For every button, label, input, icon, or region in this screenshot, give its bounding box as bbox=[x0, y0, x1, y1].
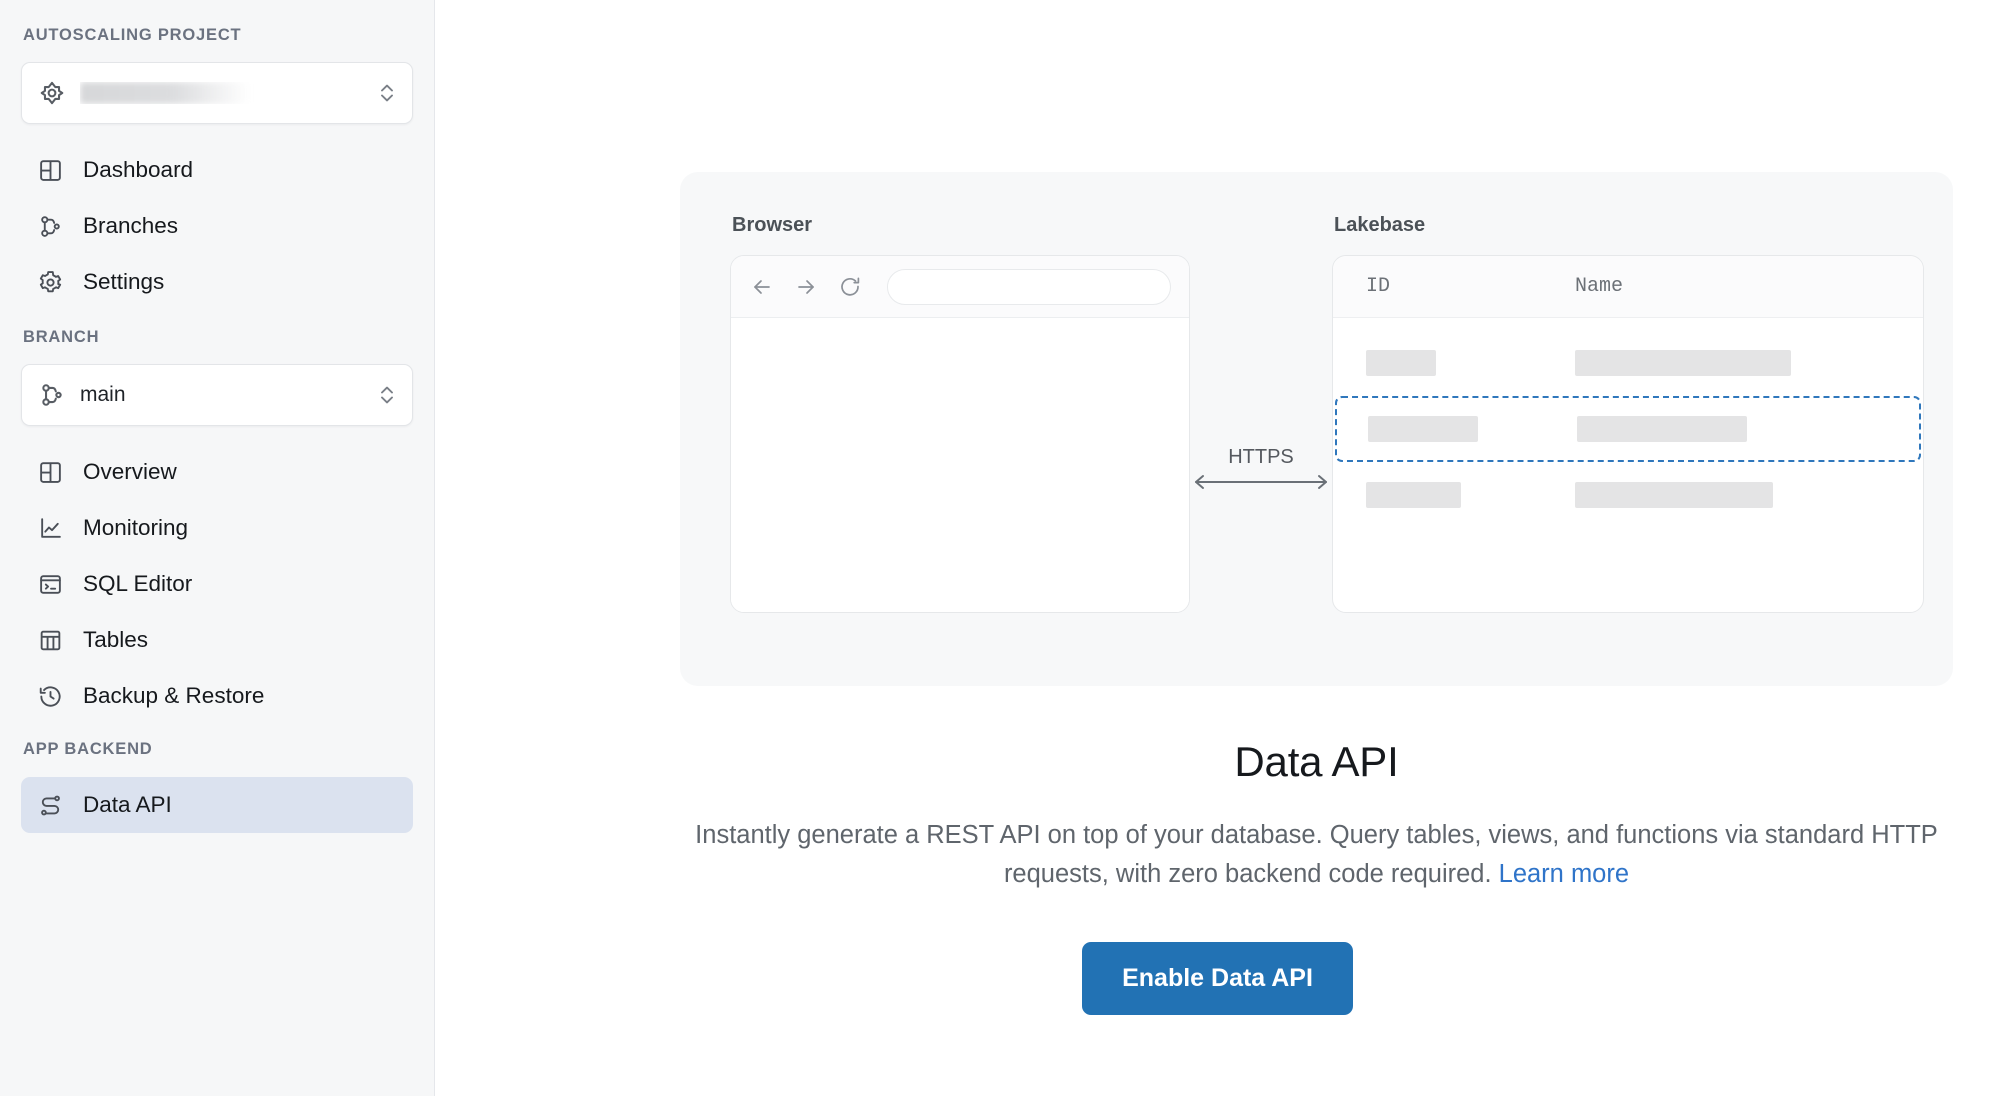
reload-icon bbox=[837, 274, 863, 300]
sidebar-item-branches[interactable]: Branches bbox=[21, 198, 413, 254]
branches-icon bbox=[35, 211, 65, 241]
column-header-name: Name bbox=[1575, 275, 1624, 298]
double-arrow-icon bbox=[1190, 475, 1332, 495]
overview-grid-icon bbox=[35, 457, 65, 487]
gear-icon bbox=[35, 267, 65, 297]
dashboard-grid-icon bbox=[35, 155, 65, 185]
browser-panel: Browser bbox=[730, 214, 1190, 613]
sidebar-item-monitoring[interactable]: Monitoring bbox=[21, 500, 413, 556]
table-row-highlighted bbox=[1335, 396, 1921, 462]
sidebar-item-label: Monitoring bbox=[83, 514, 189, 540]
sidebar-item-overview[interactable]: Overview bbox=[21, 444, 413, 500]
table-cell-id bbox=[1366, 350, 1575, 376]
main-content: Browser bbox=[435, 0, 2000, 1096]
monitoring-chart-icon bbox=[35, 513, 65, 543]
table-cell-name bbox=[1575, 350, 1923, 376]
table-row bbox=[1333, 330, 1923, 396]
lakebase-panel-title: Lakebase bbox=[1334, 214, 1426, 236]
data-api-diagram: Browser bbox=[730, 214, 1924, 646]
sidebar: AUTOSCALING PROJECT bbox=[0, 0, 435, 1096]
enable-data-api-button[interactable]: Enable Data API bbox=[1082, 941, 1353, 1015]
branches-icon bbox=[38, 381, 66, 409]
sidebar-item-backup-restore[interactable]: Backup & Restore bbox=[21, 668, 413, 724]
data-api-route-icon bbox=[35, 790, 65, 820]
sidebar-section-project-label: AUTOSCALING PROJECT bbox=[23, 26, 242, 44]
page-title: Data API bbox=[1234, 738, 1399, 785]
sidebar-section-branch-label: BRANCH bbox=[23, 328, 100, 346]
page-description: Instantly generate a REST API on top of … bbox=[689, 816, 1944, 894]
chevron-up-down-icon bbox=[376, 384, 398, 406]
sidebar-item-settings[interactable]: Settings bbox=[21, 254, 413, 310]
https-label: HTTPS bbox=[1228, 446, 1294, 468]
branch-nav-list: Overview Monitoring bbox=[21, 444, 413, 724]
data-api-illustration-card: Browser bbox=[680, 172, 1953, 686]
lakebase-table-mock: ID Name bbox=[1332, 255, 1924, 613]
sidebar-item-label: SQL Editor bbox=[83, 570, 193, 596]
browser-mock bbox=[730, 255, 1190, 613]
page-description-text: Instantly generate a REST API on top of … bbox=[695, 821, 1938, 888]
project-selector[interactable] bbox=[21, 62, 413, 124]
table-cell-name bbox=[1577, 416, 1919, 442]
sidebar-item-sql-editor[interactable]: SQL Editor bbox=[21, 556, 413, 612]
table-cell-id bbox=[1366, 482, 1575, 508]
https-connector: HTTPS bbox=[1190, 446, 1332, 496]
project-selector-value bbox=[80, 82, 376, 104]
sidebar-item-tables[interactable]: Tables bbox=[21, 612, 413, 668]
branch-selector-value: main bbox=[80, 383, 126, 406]
headline-block: Data API Instantly generate a REST API o… bbox=[680, 738, 1953, 894]
sidebar-item-label: Settings bbox=[83, 268, 165, 294]
arrow-right-icon bbox=[793, 274, 819, 300]
sidebar-item-label: Data API bbox=[83, 791, 172, 817]
sidebar-item-label: Overview bbox=[83, 458, 177, 484]
sidebar-item-label: Dashboard bbox=[83, 156, 194, 182]
chevron-up-down-icon bbox=[376, 82, 398, 104]
sidebar-item-label: Backup & Restore bbox=[83, 682, 265, 708]
lakebase-panel: Lakebase ID Name bbox=[1332, 214, 1924, 613]
project-name-redacted bbox=[80, 82, 250, 104]
sidebar-item-label: Tables bbox=[83, 626, 149, 652]
table-row bbox=[1333, 462, 1923, 528]
browser-url-bar bbox=[887, 268, 1171, 305]
table-header-row: ID Name bbox=[1333, 256, 1923, 318]
browser-viewport bbox=[731, 318, 1189, 612]
project-diamond-icon bbox=[38, 79, 66, 107]
sidebar-item-data-api[interactable]: Data API bbox=[21, 777, 413, 833]
learn-more-link[interactable]: Learn more bbox=[1498, 859, 1630, 888]
backend-nav-list: Data API bbox=[21, 777, 413, 833]
table-cell-name bbox=[1575, 482, 1923, 508]
sidebar-item-dashboard[interactable]: Dashboard bbox=[21, 142, 413, 198]
table-cell-id bbox=[1368, 416, 1577, 442]
cta-container: Enable Data API bbox=[435, 941, 2000, 1015]
project-nav-list: Dashboard Branches bbox=[21, 142, 413, 310]
sidebar-section-backend-label: APP BACKEND bbox=[23, 740, 153, 758]
backup-restore-clock-icon bbox=[35, 681, 65, 711]
tables-icon bbox=[35, 625, 65, 655]
column-header-id: ID bbox=[1366, 275, 1391, 298]
sql-editor-terminal-icon bbox=[35, 569, 65, 599]
sidebar-item-label: Branches bbox=[83, 212, 179, 238]
arrow-left-icon bbox=[749, 274, 775, 300]
browser-toolbar bbox=[731, 256, 1189, 318]
branch-selector[interactable]: main bbox=[21, 364, 413, 426]
table-body bbox=[1333, 318, 1923, 528]
browser-panel-title: Browser bbox=[732, 214, 813, 236]
